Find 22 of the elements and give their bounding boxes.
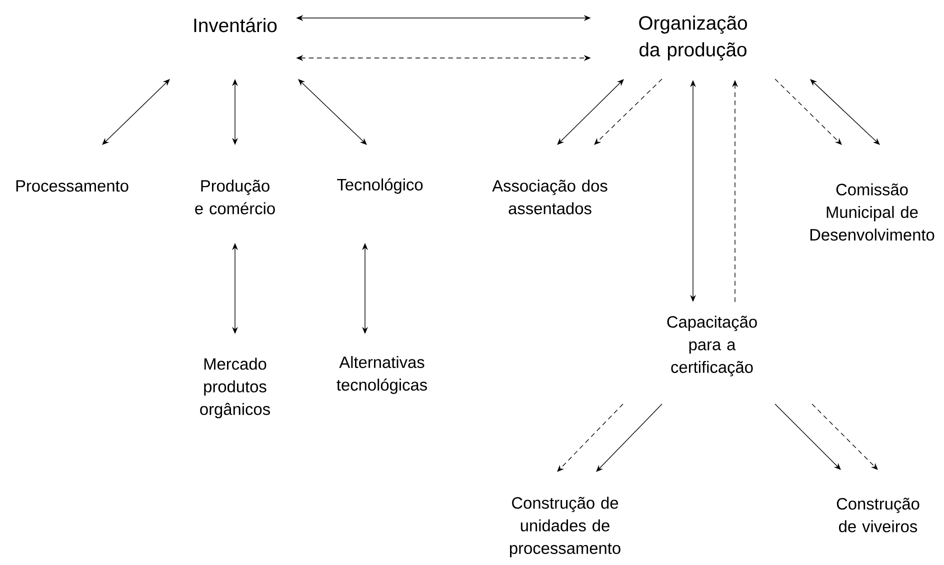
text-label: Organização da produção	[639, 16, 747, 60]
arrow	[810, 79, 880, 145]
arrow	[557, 79, 624, 145]
arrow	[774, 404, 841, 470]
text-label: Construção de viveiros	[836, 498, 920, 532]
text-label: Construção de unidades de processamento	[510, 496, 620, 558]
dashed-arrow	[774, 78, 842, 145]
text-label: Processamento	[16, 180, 128, 192]
dashed-arrow	[557, 404, 624, 472]
text-label: Associação dos assentados	[492, 180, 608, 214]
dashed-arrow	[812, 404, 878, 470]
arrow	[298, 79, 367, 145]
text-label: Capacitação para a certificação	[667, 316, 757, 376]
arrow	[102, 79, 170, 145]
text-label: Inventário	[194, 18, 277, 32]
dashed-arrow	[594, 78, 662, 145]
text-label: Alternativas tecnológicas	[336, 356, 427, 394]
text-label: Produção e comércio	[195, 180, 275, 214]
text-label: Tecnológico	[337, 178, 423, 194]
text-label: Comissão Municipal de Desenvolvimento	[810, 183, 934, 241]
arrow	[596, 404, 662, 472]
text-label: Mercado produtos orgânicos	[200, 358, 270, 418]
